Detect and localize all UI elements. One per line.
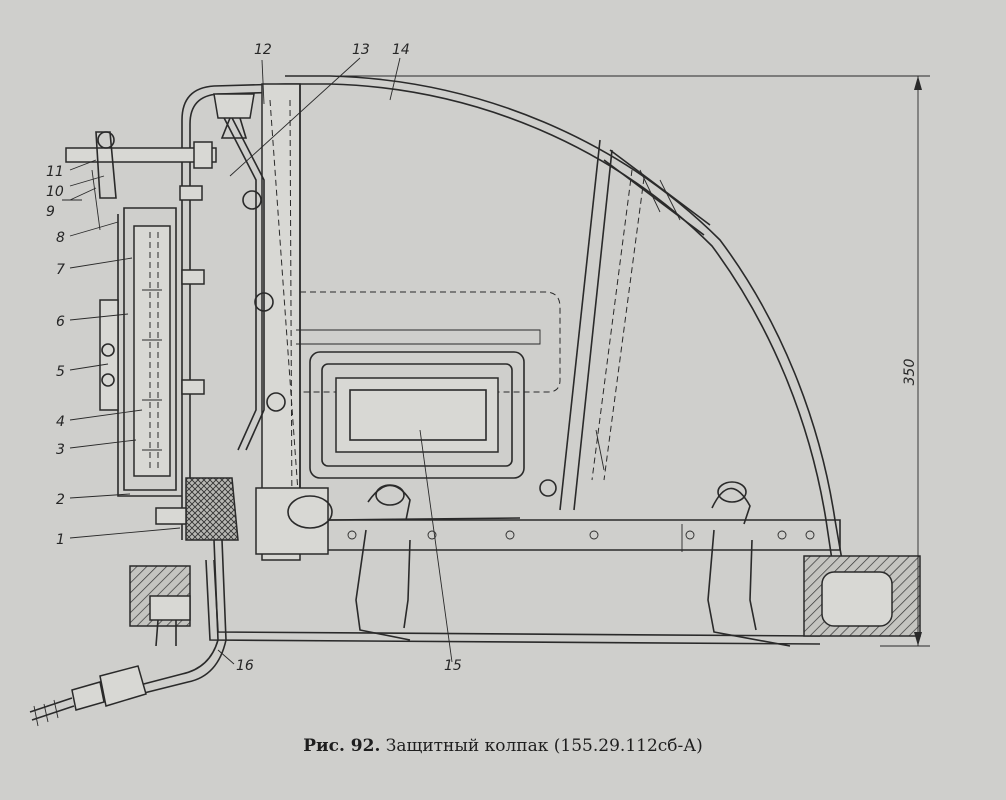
label-8: 8 [56,230,65,246]
label-4: 4 [56,414,65,430]
cable-connector [29,539,227,727]
dimension-label: 350 [902,359,918,386]
leader-lines [62,57,453,665]
seal-block [155,477,239,541]
lower-frame [129,487,921,647]
lever-rod [213,93,265,451]
label-14: 14 [392,42,410,58]
label-2: 2 [56,492,65,508]
label-6: 6 [56,314,65,330]
label-5: 5 [56,364,65,380]
label-7: 7 [56,262,65,278]
dimension-350: 350 [880,76,930,647]
inner-panel [299,84,561,521]
label-13: 13 [352,42,370,58]
hinge-bracket [242,83,301,561]
viewing-window [296,329,541,479]
label-16: 16 [236,658,254,674]
label-11: 11 [46,164,64,180]
label-3: 3 [56,442,65,458]
label-15: 15 [444,658,462,674]
front-track [539,139,711,511]
figure-caption: Рис. 92. Защитный колпак (155.29.112сб-А… [0,736,1006,756]
figure-number: Рис. 92. [303,736,381,756]
figure-title: Защитный колпак (155.29.112сб-А) [385,736,703,756]
dome-shell [285,75,930,561]
label-1: 1 [56,532,65,548]
filter-cassette [99,207,182,497]
clamp-assembly [65,131,217,395]
label-9: 9 [46,204,55,220]
handle-clip-left [355,484,411,641]
label-10: 10 [46,184,64,200]
handle-clip-right [707,481,791,647]
base-rail [300,519,841,552]
label-12: 12 [254,42,272,58]
part-labels: 1 2 3 4 5 6 7 8 9 10 11 12 13 14 15 16 [46,42,462,674]
